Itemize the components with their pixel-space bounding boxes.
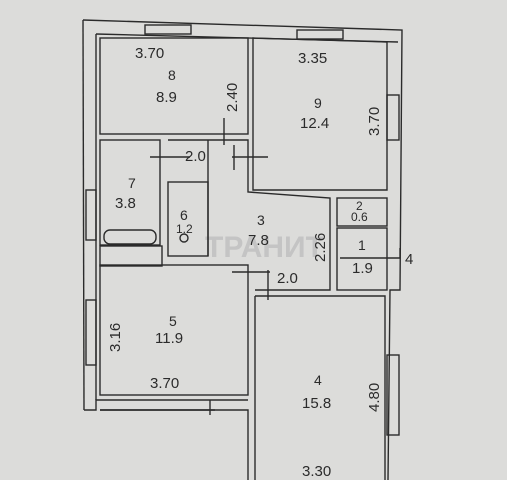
window-room-4 [386,354,400,436]
axis-marker-line [340,248,401,259]
room-1-outline [336,227,388,291]
room-9-width: 3.35 [298,50,327,67]
room-9-outline [252,37,388,191]
room-8-number: 8 [168,67,176,83]
room-5-area: 11.9 [155,330,183,347]
room-4-width: 3.30 [302,463,331,480]
bottom-room-outline [100,409,249,480]
window-room-5 [85,299,97,366]
room-2-outline [336,197,388,227]
room-1-area: 1.9 [352,260,373,277]
room-5-number: 5 [169,313,177,329]
hall-lower-dimension: 2.0 [277,270,298,287]
room-3-number: 3 [257,212,265,228]
outer-wall-top-right [82,19,403,480]
room-3-width: 2.26 [312,233,329,262]
room-7-number: 7 [128,175,136,191]
room-5-outline [99,264,249,396]
walls [82,19,403,480]
room-4-depth: 4.80 [366,383,383,412]
room-9-number: 9 [314,95,322,111]
room-4-number: 4 [314,372,322,388]
room-7-outline [99,139,161,246]
axis-marker-label: 4 [405,251,413,268]
room-1-number: 1 [358,237,366,253]
room-6-area: 1.2 [176,222,193,236]
bottom-wall-left [84,399,248,411]
room-4-outline [255,295,386,480]
hall-outline [168,139,331,291]
room-8-depth: 2.40 [224,83,241,112]
door-ticks-lower [209,270,270,415]
room-4-area: 15.8 [302,395,331,412]
room-2-area: 0.6 [351,210,368,224]
hall-upper-dimension: 2.0 [185,148,206,165]
room-8-width: 3.70 [135,45,164,62]
room-6-number: 6 [180,207,188,223]
window-room-9 [296,29,344,40]
room-9-depth: 3.70 [366,107,383,136]
room-7-area: 3.8 [115,195,136,212]
window-room-7 [85,189,97,241]
room-5-depth: 3.16 [107,323,124,352]
room-8-area: 8.9 [156,89,177,106]
room-2-number: 2 [356,199,363,213]
window-room-9-side [386,94,400,141]
room-8-outline [99,37,249,135]
toilet-bowl [179,233,189,243]
door-ticks-upper [150,118,268,170]
room-3-area: 7.8 [248,232,269,249]
watermark: ТРАНИТ [205,231,324,264]
room-9-area: 12.4 [300,115,329,132]
bathtub [103,229,157,245]
outer-wall-left [82,19,85,411]
room-5-width: 3.70 [150,375,179,392]
window-room-8 [144,24,192,35]
